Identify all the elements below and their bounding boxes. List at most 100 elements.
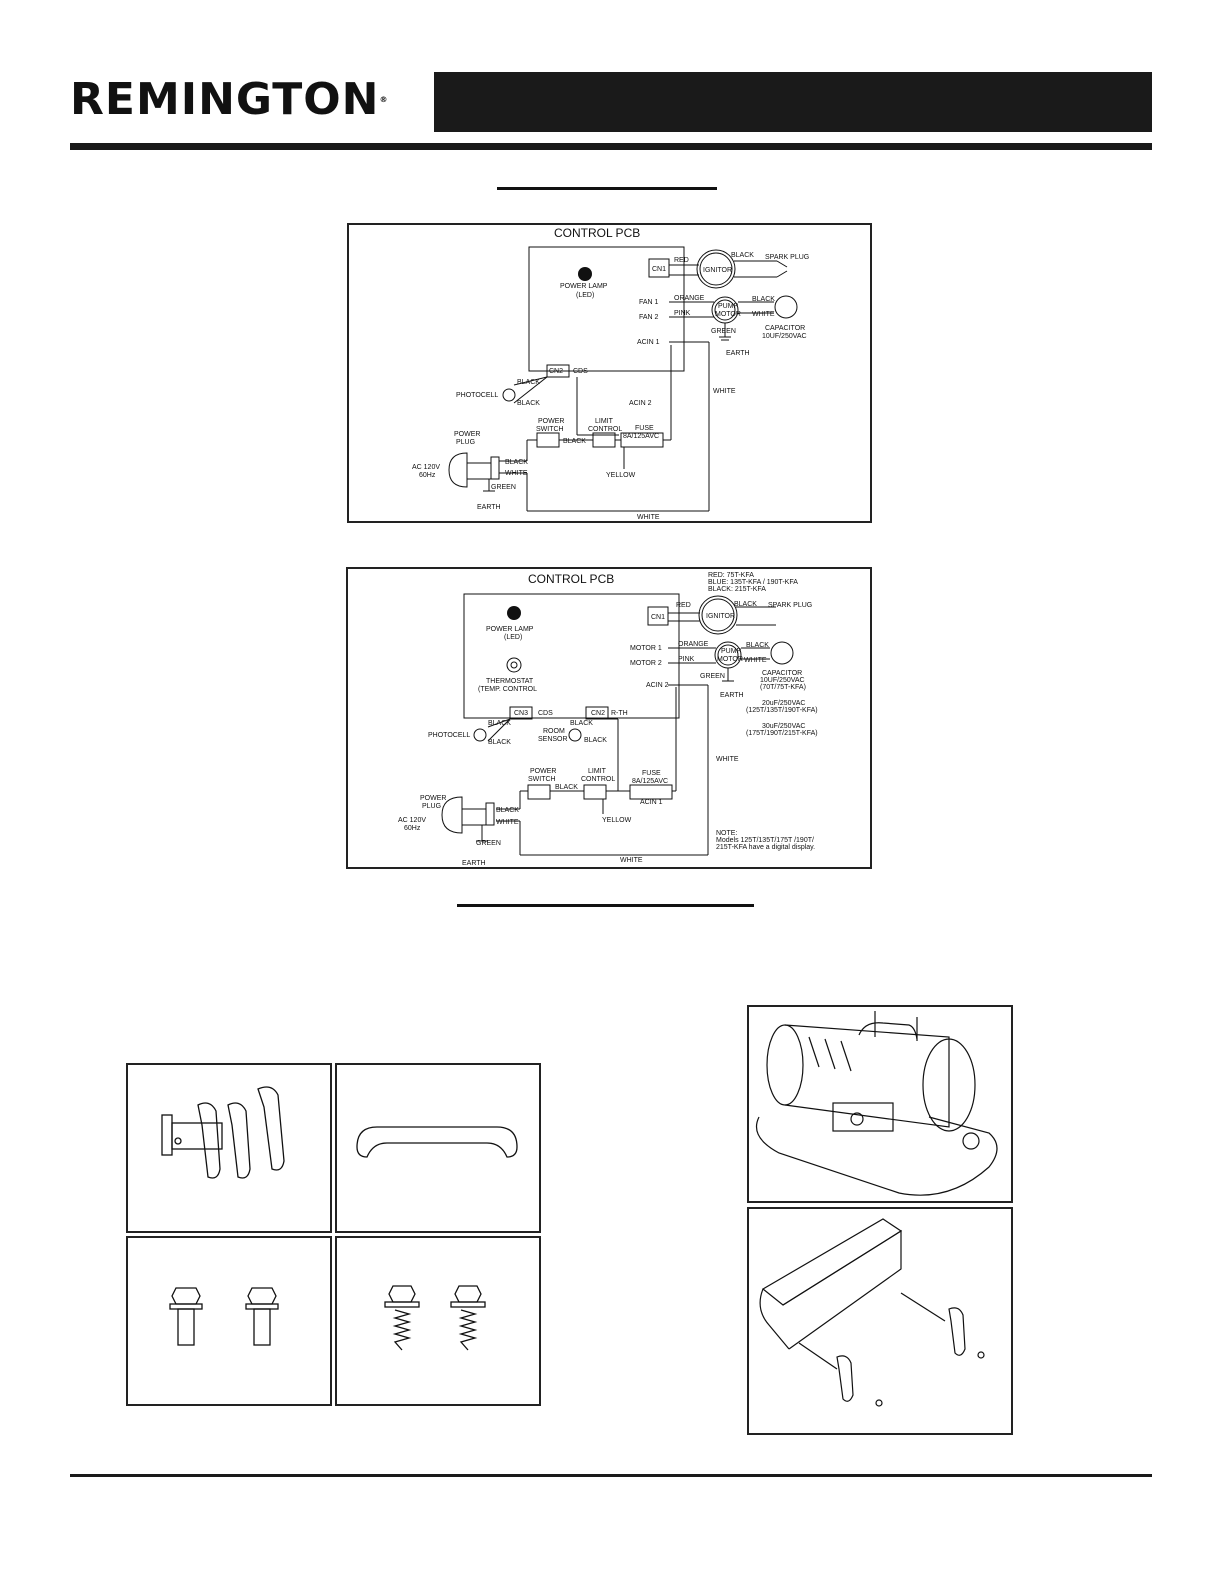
capacitor-rating-3: 30uF/250VAC xyxy=(762,723,805,730)
orange-wire-label: ORANGE xyxy=(674,295,705,302)
capacitor-label-2: CAPACITOR xyxy=(762,670,802,677)
brand-name: REMINGTON xyxy=(70,74,380,125)
white-wire-label-2: WHITE xyxy=(713,388,736,395)
fuse-label: FUSE xyxy=(635,425,654,432)
feet-icon xyxy=(161,1086,285,1179)
white-wire-label-8: WHITE xyxy=(620,857,643,864)
black-wire-label-10: BLACK xyxy=(488,739,511,746)
capacitor-rating-1: 10UF/250VAC xyxy=(760,677,805,684)
motor1-label: MOTOR 1 xyxy=(630,645,662,652)
fuse-rating-2: 8A/125AVC xyxy=(632,778,668,785)
orange-wire-label-2: ORANGE xyxy=(678,641,709,648)
power-plug-label-1: POWER xyxy=(454,431,480,438)
led-label-2: (LED) xyxy=(504,634,522,641)
pcb-title-2: CONTROL PCB xyxy=(528,572,614,586)
part-bolts-illustration xyxy=(126,1236,332,1406)
fan2-label: FAN 2 xyxy=(639,314,659,321)
power-plug-label-3: POWER xyxy=(420,795,446,802)
motor2-label: MOTOR 2 xyxy=(630,660,662,667)
spark-plug-label-2: SPARK PLUG xyxy=(768,602,812,609)
capacitor-label: CAPACITOR xyxy=(765,325,805,332)
white-wire-label-4: WHITE xyxy=(637,514,660,521)
screw-icon xyxy=(384,1285,486,1351)
section-title-rule-1 xyxy=(497,187,717,190)
ac-voltage-label: AC 120V xyxy=(412,464,440,471)
foot-assembly-illustration xyxy=(747,1207,1013,1435)
capacitor-models-3: (175T/190T/215T-KFA) xyxy=(746,730,818,737)
note-title: NOTE: xyxy=(716,830,737,837)
limit-control-label-1: LIMIT xyxy=(595,418,614,425)
part-screws-illustration xyxy=(335,1236,541,1406)
black-wire-label-2: BLACK xyxy=(752,296,775,303)
power-plug-label-2: PLUG xyxy=(456,439,475,446)
power-lamp-label-2: POWER LAMP xyxy=(486,626,534,633)
part-feet-illustration xyxy=(126,1063,332,1233)
white-wire-label: WHITE xyxy=(752,311,775,318)
earth-label-3: EARTH xyxy=(720,692,744,699)
black-wire-label-11: BLACK xyxy=(570,720,593,727)
legend-red: RED: 75T-KFA xyxy=(708,572,754,579)
red-wire-label-2: RED xyxy=(676,602,691,609)
temp-control-label: (TEMP. CONTROL xyxy=(478,686,537,693)
pump-label: PUMP xyxy=(718,303,739,310)
capacitor-rating: 10UF/250VAC xyxy=(762,333,807,340)
black-wire-label-12: BLACK xyxy=(584,737,607,744)
ignitor-label-2: IGNITOR xyxy=(706,613,735,620)
led-label: (LED) xyxy=(576,292,594,299)
thermostat-label: THERMOSTAT xyxy=(486,678,534,685)
footer-rule xyxy=(70,1474,1152,1477)
white-wire-label-7: WHITE xyxy=(496,819,519,826)
bolt-icon xyxy=(169,1287,279,1346)
black-wire-label-14: BLACK xyxy=(496,807,519,814)
yellow-wire-label-2: YELLOW xyxy=(602,817,632,824)
pink-wire-label: PINK xyxy=(674,310,691,317)
note-line-2: 215T-KFA have a digital display. xyxy=(716,844,815,851)
pcb-title: CONTROL PCB xyxy=(554,226,640,240)
handle-icon xyxy=(356,1126,518,1158)
wiring-diagram-1-svg: CONTROL PCB POWER LAMP (LED) CN1 CN2 CDS… xyxy=(412,226,809,521)
earth-label: EARTH xyxy=(726,350,750,357)
section-title-rule-2 xyxy=(457,904,754,907)
ignitor-label: IGNITOR xyxy=(703,267,732,274)
photocell-label: PHOTOCELL xyxy=(456,392,498,399)
white-wire-label-3: WHITE xyxy=(505,470,528,477)
trademark: ® xyxy=(379,95,389,104)
limit-control-label-3: LIMIT xyxy=(588,768,607,775)
capacitor-rating-2: 20uF/250VAC xyxy=(762,700,805,707)
heater-icon xyxy=(755,1011,998,1196)
fuse-rating: 8A/125AVC xyxy=(623,433,659,440)
acin2-label: ACIN 2 xyxy=(629,400,652,407)
part-handle-illustration xyxy=(335,1063,541,1233)
foot-assembly-icon xyxy=(759,1218,985,1407)
cn2-label: CN2 xyxy=(549,368,563,375)
acin1-label-2: ACIN 1 xyxy=(640,799,663,806)
cn1-label: CN1 xyxy=(652,266,666,273)
frequency-label: 60Hz xyxy=(419,472,436,479)
note-line-1: Models 125T/135T/175T /190T/ xyxy=(716,837,814,844)
wiring-diagram-1: CONTROL PCB POWER LAMP (LED) CN1 CN2 CDS… xyxy=(347,223,872,523)
ac-voltage-label-2: AC 120V xyxy=(398,817,426,824)
black-wire-label-7: BLACK xyxy=(734,601,757,608)
green-wire-label: GREEN xyxy=(711,328,736,335)
photocell-label-2: PHOTOCELL xyxy=(428,732,470,739)
capacitor-models-2: (125T/135T/190T-KFA) xyxy=(746,707,818,714)
frequency-label-2: 60Hz xyxy=(404,825,421,832)
room-label: ROOM xyxy=(543,728,565,735)
fan1-label: FAN 1 xyxy=(639,299,659,306)
power-switch-label-1: POWER xyxy=(538,418,564,425)
black-wire-label-9: BLACK xyxy=(488,720,511,727)
cn1-label-2: CN1 xyxy=(651,614,665,621)
cds-label-2: CDS xyxy=(538,710,553,717)
pink-wire-label-2: PINK xyxy=(678,656,695,663)
black-wire-label-4: BLACK xyxy=(517,400,540,407)
power-plug-label-4: PLUG xyxy=(422,803,441,810)
rth-label: R-TH xyxy=(611,710,628,717)
power-switch-label-2: SWITCH xyxy=(536,426,564,433)
black-wire-label-13: BLACK xyxy=(555,784,578,791)
acin2-label-2: ACIN 2 xyxy=(646,682,669,689)
brand-logo: REMINGTON® xyxy=(70,72,389,128)
limit-control-label-2: CONTROL xyxy=(588,426,622,433)
black-wire-label-8: BLACK xyxy=(746,642,769,649)
header-bar xyxy=(434,72,1152,132)
legend-blue: BLUE: 135T-KFA / 190T-KFA xyxy=(708,579,798,586)
